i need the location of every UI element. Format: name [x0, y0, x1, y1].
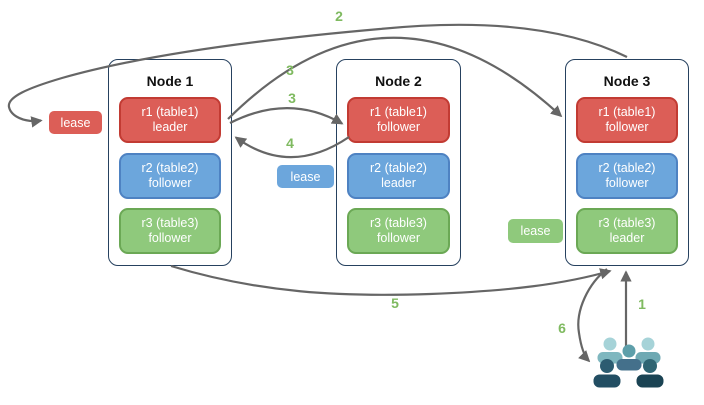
replica-name: r3 (table3)	[370, 215, 427, 230]
users-group-icon	[593, 337, 664, 388]
replica-name: r3 (table3)	[598, 215, 656, 230]
step-label-3-lower: 3	[288, 90, 296, 106]
node1-replica-r3: r3 (table3) follower	[119, 208, 221, 254]
lease-badge-r1: lease	[49, 111, 102, 134]
arrow-step2-node3-to-lease1	[7, 23, 628, 128]
person-icon	[593, 374, 621, 388]
node-2-box: Node 2 r1 (table1) follower r2 (table2) …	[336, 59, 461, 266]
person-icon	[636, 374, 664, 388]
replica-name: r2 (table2)	[598, 160, 656, 175]
person-icon	[622, 344, 636, 358]
person-icon	[597, 352, 623, 364]
arrow-step3-node1-to-node2	[229, 107, 344, 125]
node-3-title: Node 3	[603, 73, 651, 89]
step-label-5: 5	[391, 295, 399, 311]
person-icon	[616, 359, 642, 371]
node1-replica-r2: r2 (table2) follower	[119, 153, 221, 199]
person-icon	[643, 359, 657, 373]
replica-role: leader	[152, 120, 188, 134]
step-label-1: 1	[638, 296, 646, 312]
replica-role: follower	[376, 120, 421, 134]
replica-name: r1 (table1)	[598, 104, 656, 119]
replica-name: r2 (table2)	[141, 160, 199, 175]
step-label-2: 2	[335, 8, 343, 24]
step-label-6: 6	[558, 320, 566, 336]
node2-replica-r1: r1 (table1) follower	[347, 97, 450, 143]
replica-role: follower	[376, 231, 421, 245]
node-1-box: Node 1 r1 (table1) leader r2 (table2) fo…	[108, 59, 232, 266]
replica-role: follower	[605, 176, 649, 190]
person-icon	[635, 352, 661, 364]
replica-role: follower	[605, 120, 649, 134]
replica-name: r1 (table1)	[370, 104, 427, 119]
node1-replica-r1: r1 (table1) leader	[119, 97, 221, 143]
lease-badge-r3: lease	[508, 219, 563, 243]
node2-replica-r2: r2 (table2) leader	[347, 153, 450, 199]
step-label-3-upper: 3	[286, 62, 294, 78]
replica-role: follower	[148, 231, 192, 245]
replica-role: follower	[148, 176, 192, 190]
replica-role: leader	[609, 231, 645, 245]
node-1-title: Node 1	[146, 73, 194, 89]
person-icon	[600, 359, 614, 373]
node-3-box: Node 3 r1 (table1) follower r2 (table2) …	[565, 59, 689, 266]
node3-replica-r2: r2 (table2) follower	[576, 153, 678, 199]
replica-role: leader	[381, 176, 416, 190]
arrow-step6-node3-to-users	[577, 268, 608, 363]
node-2-title: Node 2	[375, 73, 422, 89]
replica-name: r1 (table1)	[141, 104, 199, 119]
node3-replica-r3: r3 (table3) leader	[576, 208, 678, 254]
step-label-4: 4	[286, 135, 294, 151]
person-icon	[603, 337, 617, 351]
replica-name: r3 (table3)	[141, 215, 199, 230]
lease-badge-r2: lease	[277, 165, 334, 188]
node3-replica-r1: r1 (table1) follower	[576, 97, 678, 143]
person-icon	[641, 337, 655, 351]
arrow-step5-node1-to-node3	[170, 264, 612, 296]
node2-replica-r3: r3 (table3) follower	[347, 208, 450, 254]
replica-name: r2 (table2)	[370, 160, 427, 175]
